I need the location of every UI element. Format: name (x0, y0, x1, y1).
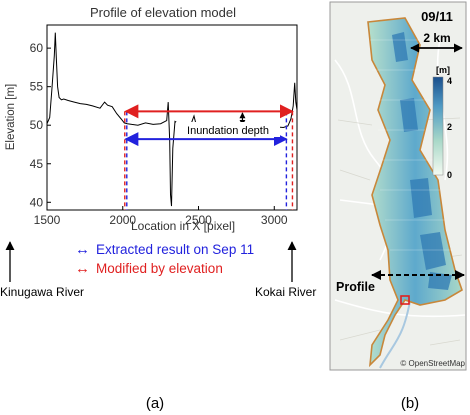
x-tick-label: 2000 (109, 213, 136, 227)
chart-title: Profile of elevation model (90, 5, 236, 20)
map-attribution: © OpenStreetMap (400, 359, 465, 368)
profile-label: Profile (336, 280, 375, 294)
colorbar (432, 76, 444, 176)
legend-blue-text: Extracted result on Sep 11 (96, 242, 254, 257)
plot-marks (46, 32, 298, 210)
map-date: 09/11 (421, 9, 453, 24)
scale-bar-label: 2 km (423, 31, 450, 45)
y-axis-label: Elevation [m] (5, 84, 17, 150)
x-axis-ticks: 1500 2000 2500 3000 (34, 206, 288, 227)
kinugawa-river-label: Kinugawa River (0, 285, 84, 299)
kokai-river-label: Kokai River (255, 285, 316, 299)
location-marker (400, 295, 410, 305)
caption-a: (a) (146, 395, 164, 412)
x-tick-label: 1500 (34, 213, 61, 227)
legend-symbol-blue: ↔ (75, 241, 90, 258)
colorbar-unit: [m] (436, 65, 450, 75)
depth-label: Inundation depth (187, 125, 269, 137)
flood-scan-lines (370, 39, 452, 251)
colorbar-max: 4 (447, 76, 452, 86)
flood-dark-patches (392, 32, 452, 290)
x-axis-label: Location in X [pixel] (131, 219, 235, 233)
panel-b: 09/11 2 km [m] 4 2 0 Profile © OpenStree… (329, 1, 467, 412)
y-tick-label: 55 (30, 80, 44, 94)
colorbar-min: 0 (447, 170, 452, 180)
x-tick-label: 2500 (185, 213, 212, 227)
y-tick-label: 50 (30, 118, 44, 132)
colorbar-mid: 2 (447, 122, 452, 132)
legend-red-text: Modified by elevation (96, 261, 223, 276)
y-tick-label: 45 (30, 157, 44, 171)
depth-label-bg (176, 122, 280, 137)
y-tick-label: 40 (30, 195, 44, 209)
y-axis-ticks: 40 45 50 55 60 (30, 41, 51, 209)
caption-b: (b) (401, 395, 419, 412)
y-tick-label: 60 (30, 41, 44, 55)
legend-symbol-red: ↔ (75, 260, 90, 277)
panel-a: Profile of elevation model 40 45 50 55 60 15… (0, 5, 316, 412)
x-tick-label: 3000 (261, 213, 288, 227)
